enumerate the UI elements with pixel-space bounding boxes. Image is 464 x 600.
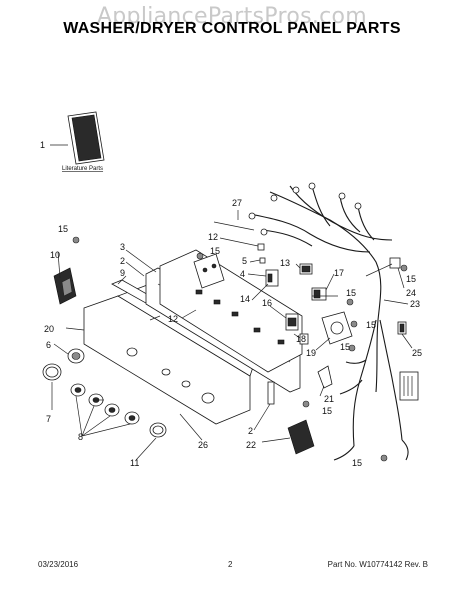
- switch-13: [299, 263, 313, 275]
- harness-terminal-block: [399, 371, 419, 401]
- leader-lines: [51, 210, 413, 461]
- switch-17: [311, 287, 327, 301]
- callout-11: 11: [130, 458, 139, 468]
- callout-26: 26: [198, 440, 208, 450]
- callout-19: 19: [306, 348, 316, 358]
- side-bracket-10: [53, 267, 77, 305]
- callout-3: 3: [120, 242, 125, 252]
- callout-15b: 15: [210, 246, 220, 256]
- callout-14: 14: [240, 294, 250, 304]
- callout-1: 1: [40, 140, 45, 150]
- callout-15c: 15: [406, 274, 416, 284]
- callout-13: 13: [280, 258, 290, 268]
- screw-5: [259, 257, 266, 264]
- knob-6: [67, 348, 85, 364]
- clip-21: [317, 365, 333, 389]
- callout-16: 16: [262, 298, 272, 308]
- callout-4: 4: [240, 269, 245, 279]
- control-module-19: [321, 311, 353, 345]
- footer-part-number: Part No. W10774142 Rev. B: [327, 560, 428, 569]
- callout-5: 5: [242, 256, 247, 266]
- callout-6: 6: [46, 340, 51, 350]
- literature-parts-label: Literature Parts: [62, 166, 103, 172]
- callout-9: 9: [120, 268, 125, 278]
- callout-2b: 2: [248, 426, 253, 436]
- callout-10: 10: [50, 250, 60, 260]
- callout-18: 18: [296, 334, 306, 344]
- bracket-18: [299, 333, 309, 345]
- knob-8c: [104, 403, 120, 417]
- screw-12: [257, 243, 265, 251]
- callout-20: 20: [44, 324, 54, 334]
- selector-switch-16: [285, 313, 299, 331]
- button-22: [287, 419, 315, 455]
- control-board: [159, 249, 303, 373]
- page-title: WASHER/DRYER CONTROL PANEL PARTS: [63, 20, 401, 37]
- callout-2a: 2: [120, 256, 125, 266]
- terminal-block-25: [397, 321, 407, 335]
- callout-23: 23: [410, 299, 420, 309]
- callout-21: 21: [324, 394, 334, 404]
- timer-module: [193, 253, 225, 289]
- callout-24: 24: [406, 288, 416, 298]
- knob-7: [42, 363, 62, 381]
- switch-14: [265, 269, 279, 287]
- literature-booklet: [50, 111, 105, 165]
- callout-15f: 15: [340, 342, 350, 352]
- callout-25: 25: [412, 348, 422, 358]
- light-pipe-2: [267, 381, 275, 405]
- callout-15d: 15: [346, 288, 356, 298]
- connector-24: [389, 257, 401, 269]
- screw-15: [72, 236, 408, 462]
- footer-date: 03/23/2016: [38, 560, 79, 569]
- callout-15e: 15: [366, 320, 376, 330]
- callout-15a: 15: [58, 224, 68, 234]
- callout-15g: 15: [322, 406, 332, 416]
- knob-11: [149, 422, 167, 438]
- callout-27: 27: [232, 198, 242, 208]
- wire-harness: [248, 182, 409, 461]
- knob-8a: [70, 383, 86, 397]
- callout-8: 8: [78, 432, 83, 442]
- watermark: AppliancePartsPros.com: [96, 4, 368, 29]
- callout-12b: 12: [168, 314, 178, 324]
- knob-8d: [124, 411, 140, 425]
- callout-22: 22: [246, 440, 256, 450]
- callout-17: 17: [334, 268, 344, 278]
- callout-7: 7: [46, 414, 51, 424]
- footer-page-number: 2: [228, 560, 233, 569]
- callout-12a: 12: [208, 232, 218, 242]
- callout-15h: 15: [352, 458, 362, 468]
